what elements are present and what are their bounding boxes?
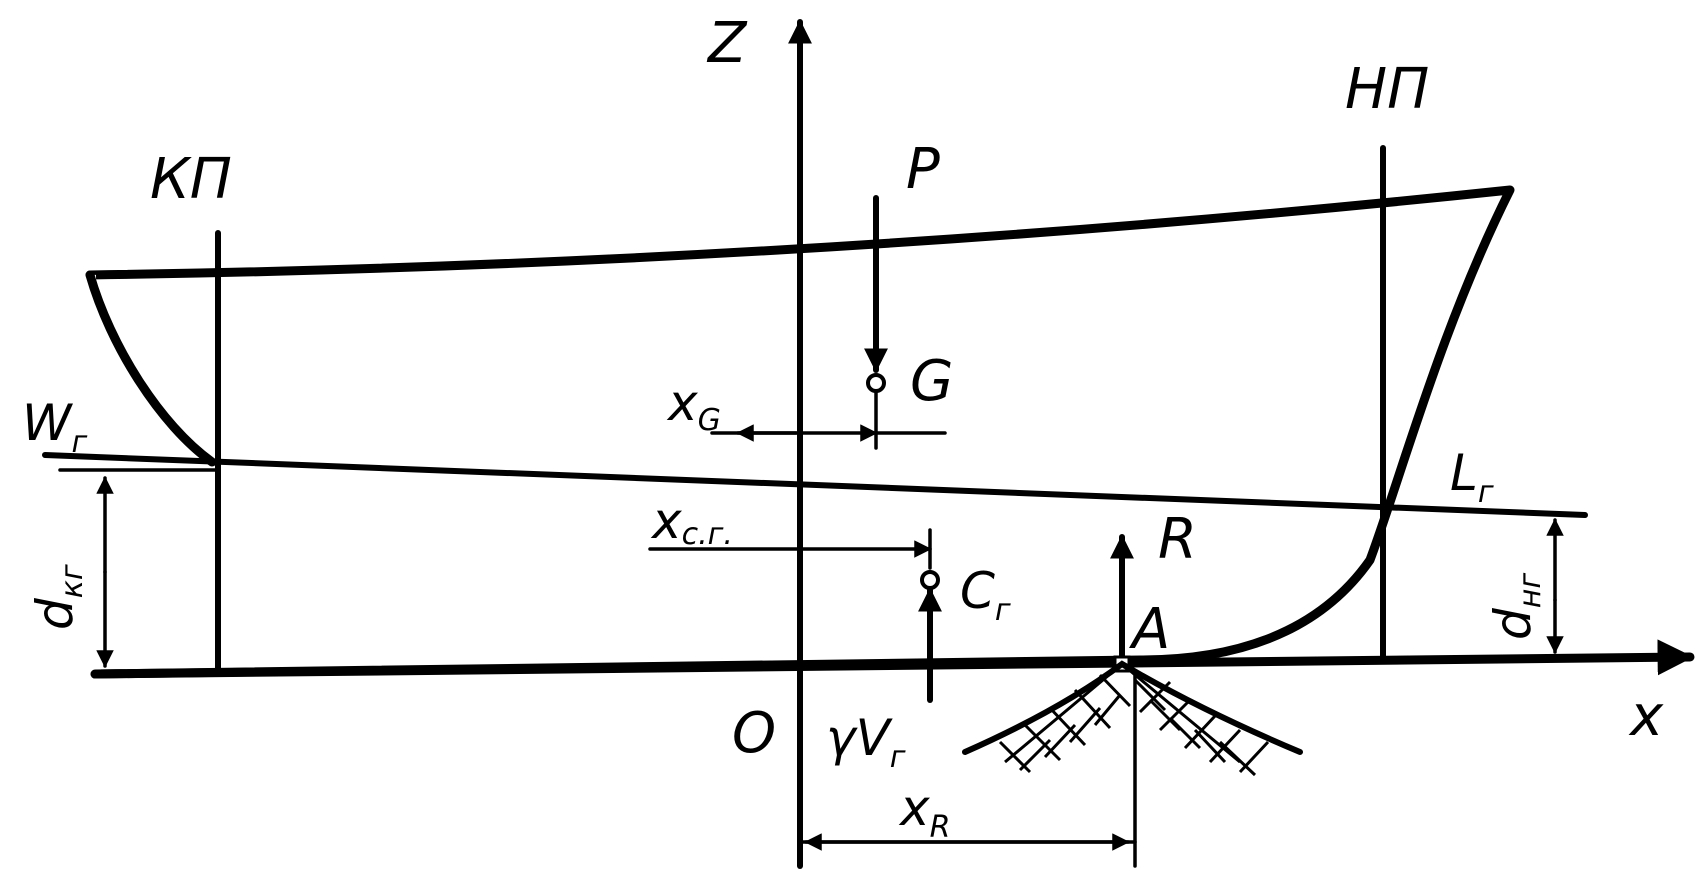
hull-outline bbox=[85, 185, 1515, 679]
stern-perp-label: КП bbox=[150, 147, 232, 212]
x-axis-label: x bbox=[1628, 684, 1664, 749]
d-bow-label: dнг bbox=[1484, 573, 1548, 640]
ground-hatching bbox=[962, 660, 1303, 777]
point-a-label: A bbox=[1129, 597, 1170, 662]
waterline-w-label: Wг bbox=[22, 394, 87, 460]
z-axis-label: Z bbox=[706, 11, 748, 76]
center-g-label: G bbox=[910, 349, 953, 414]
waterline bbox=[42, 452, 1588, 518]
waterline-l-label: Lг bbox=[1450, 444, 1494, 510]
center-g-point bbox=[866, 373, 886, 393]
xcg-label: xc.г. bbox=[650, 492, 733, 552]
x-axis bbox=[90, 639, 1695, 679]
stern-curve bbox=[85, 270, 217, 467]
force-p-label: P bbox=[906, 137, 940, 202]
xg-label: xG bbox=[666, 374, 721, 438]
center-c-point bbox=[920, 570, 940, 590]
xr-label: xR bbox=[898, 779, 950, 845]
bow-perp-label: НП bbox=[1345, 57, 1429, 122]
mask-line bbox=[84, 274, 101, 675]
origin-label: O bbox=[732, 701, 776, 766]
center-c-label: Cг bbox=[960, 562, 1011, 628]
gamma-v-label: γVг bbox=[826, 709, 906, 775]
d-stern-label: dкг bbox=[26, 564, 90, 630]
reaction-r-label: R bbox=[1158, 507, 1197, 572]
